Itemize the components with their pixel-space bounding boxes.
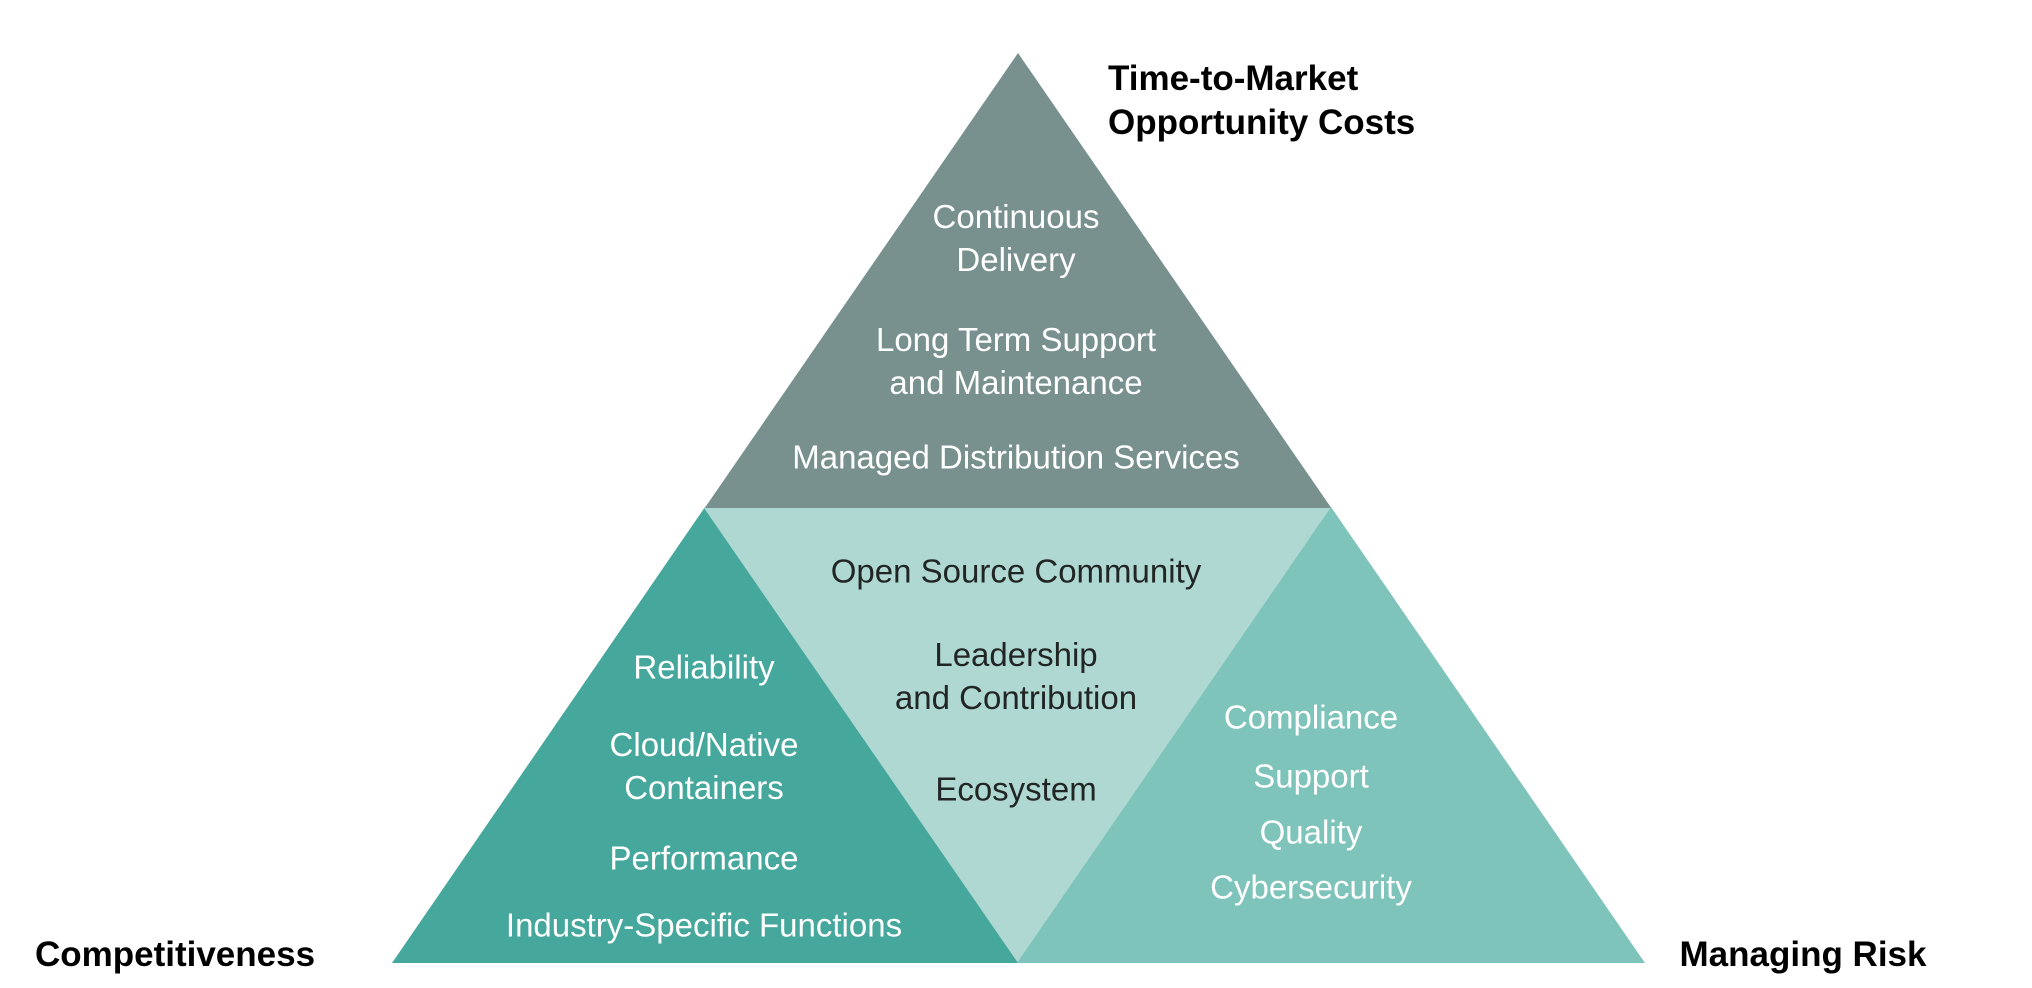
label-managing-risk: Managing Risk <box>1679 935 1927 974</box>
center-item-open-source-community: Open Source Community <box>830 552 1202 590</box>
left-item-reliability: Reliability <box>633 648 775 686</box>
right-item-cybersecurity: Cybersecurity <box>1210 868 1412 906</box>
label-competitiveness: Competitiveness <box>34 935 316 974</box>
top-item-long-term-support: Long Term Support and Maintenance <box>875 321 1157 401</box>
center-item-leadership-and-contribution: Leadership and Contribution <box>894 636 1138 716</box>
left-item-industry-specific-functions: Industry-Specific Functions <box>505 906 903 944</box>
top-item-managed-distribution-services: Managed Distribution Services <box>792 438 1240 476</box>
center-item-ecosystem: Ecosystem <box>935 770 1097 808</box>
right-item-support: Support <box>1253 757 1369 795</box>
left-item-cloud-native-containers: Cloud/Native Containers <box>609 726 799 806</box>
label-time-to-market-opportunity-costs: Time-to-Market Opportunity Costs <box>1108 59 1416 142</box>
left-item-performance: Performance <box>609 839 799 877</box>
right-item-compliance: Compliance <box>1223 698 1399 736</box>
top-item-continuous-delivery: Continuous Delivery <box>932 198 1100 278</box>
right-item-quality: Quality <box>1259 813 1363 851</box>
